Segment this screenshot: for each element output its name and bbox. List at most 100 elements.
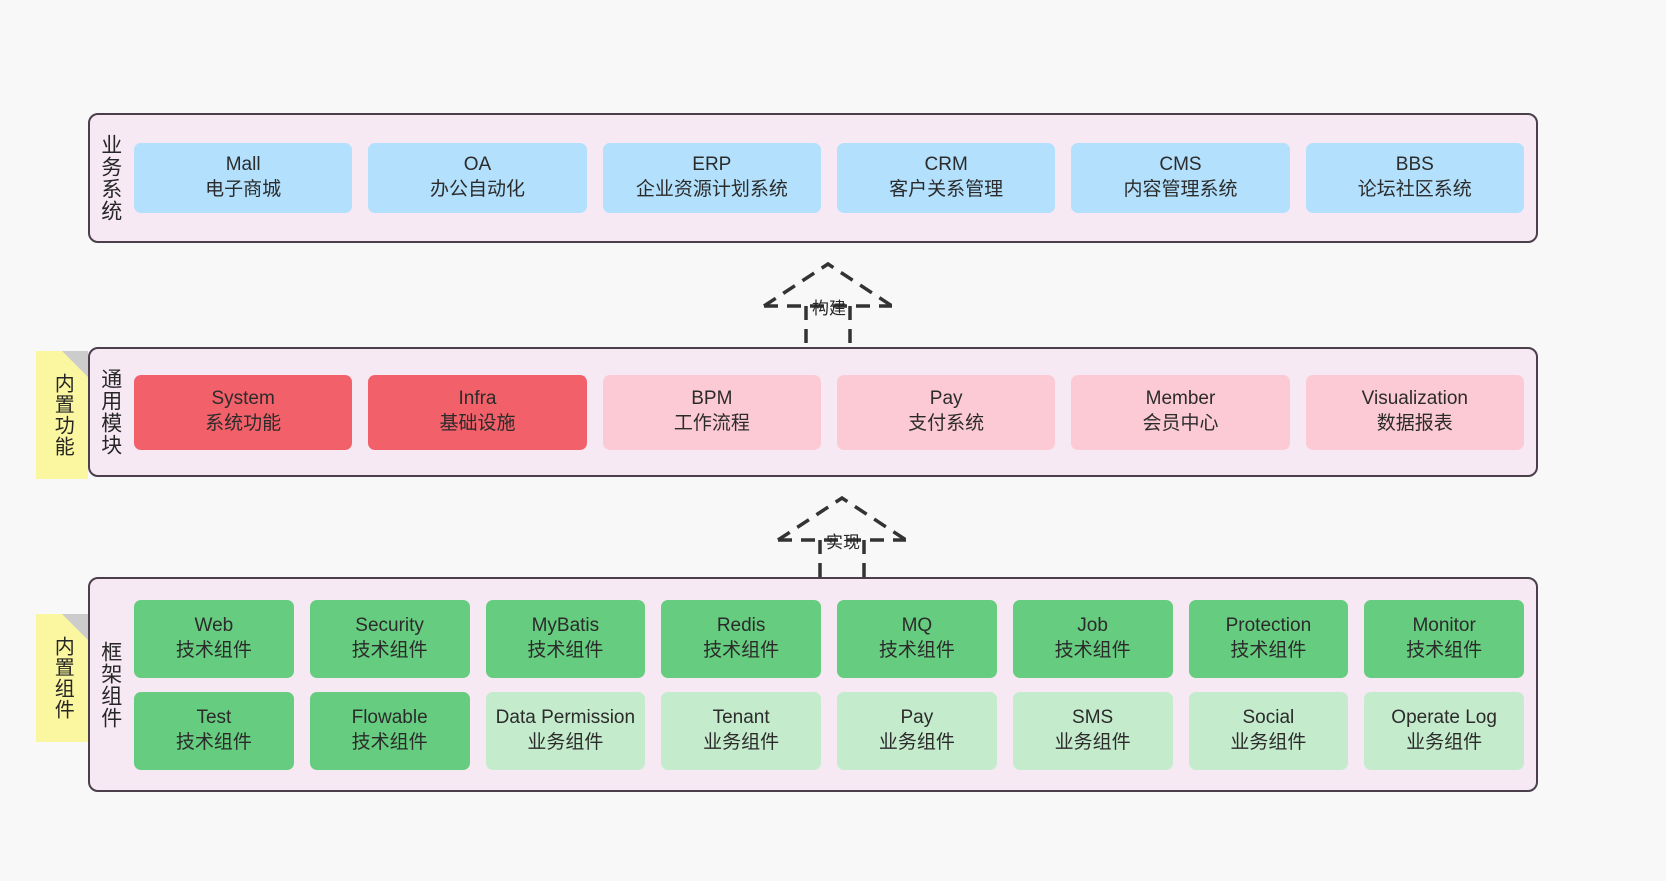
node-security[interactable]: Security 技术组件 bbox=[309, 599, 470, 678]
node-title: CRM bbox=[924, 154, 968, 176]
node-subtitle: 技术组件 bbox=[1054, 639, 1131, 661]
node-monitor[interactable]: Monitor 技术组件 bbox=[1364, 599, 1524, 678]
node-title: Visualization bbox=[1361, 388, 1468, 410]
node-title: MyBatis bbox=[531, 614, 600, 636]
node-title: Web bbox=[194, 614, 234, 636]
node-title: MQ bbox=[901, 614, 933, 636]
node-pay[interactable]: Pay 支付系统 bbox=[836, 374, 1056, 450]
node-title: SMS bbox=[1072, 706, 1114, 728]
node-subtitle: 业务组件 bbox=[1054, 731, 1131, 753]
node-title: Job bbox=[1077, 614, 1108, 636]
node-subtitle: 基础设施 bbox=[439, 413, 516, 434]
node-redis[interactable]: Redis 技术组件 bbox=[661, 599, 821, 678]
node-subtitle: 技术组件 bbox=[351, 731, 428, 753]
node-subtitle: 业务组件 bbox=[878, 731, 955, 753]
node-oa[interactable]: OA 办公自动化 bbox=[368, 143, 587, 213]
node-crm[interactable]: CRM 客户关系管理 bbox=[836, 143, 1056, 213]
node-title: Data Permission bbox=[495, 706, 636, 728]
note-builtin-features: 内置功能 bbox=[36, 351, 88, 479]
node-subtitle: 技术组件 bbox=[351, 639, 428, 661]
node-title: Test bbox=[196, 706, 232, 728]
node-test[interactable]: Test 技术组件 bbox=[134, 691, 294, 770]
note-label: 内置功能 bbox=[51, 373, 74, 457]
node-subtitle: 业务组件 bbox=[1230, 731, 1307, 753]
node-infra[interactable]: Infra 基础设施 bbox=[368, 374, 587, 450]
node-erp[interactable]: ERP 企业资源计划系统 bbox=[602, 143, 821, 213]
node-subtitle: 技术组件 bbox=[703, 639, 780, 661]
layer-title-framework-component: 框架组件 bbox=[98, 640, 122, 729]
node-title: BPM bbox=[691, 388, 733, 410]
node-subtitle: 工作流程 bbox=[673, 413, 750, 434]
layer-title-common-module: 通用模块 bbox=[98, 368, 122, 456]
node-bpm[interactable]: BPM 工作流程 bbox=[602, 374, 821, 450]
node-subtitle: 系统功能 bbox=[205, 413, 282, 434]
node-mybatis[interactable]: MyBatis 技术组件 bbox=[485, 599, 646, 678]
node-subtitle: 会员中心 bbox=[1142, 413, 1219, 434]
node-title: Pay bbox=[929, 388, 963, 410]
note-label: 内置组件 bbox=[51, 636, 74, 720]
node-operate-log[interactable]: Operate Log 业务组件 bbox=[1364, 691, 1524, 770]
node-subtitle: 技术组件 bbox=[1406, 639, 1483, 661]
layer-row: Test 技术组件 Flowable 技术组件 Data Permission … bbox=[134, 691, 1524, 770]
node-cms[interactable]: CMS 内容管理系统 bbox=[1071, 143, 1290, 213]
connector-build: 构建 bbox=[752, 258, 912, 348]
node-title: Social bbox=[1242, 706, 1295, 728]
node-subtitle: 技术组件 bbox=[175, 731, 252, 753]
folded-corner-icon bbox=[62, 351, 88, 377]
node-title: CMS bbox=[1159, 154, 1202, 176]
node-system[interactable]: System 系统功能 bbox=[134, 374, 353, 450]
layer-body-business-system: Mall 电子商城 OA 办公自动化 ERP 企业资源计划系统 CRM 客户关系… bbox=[130, 115, 1536, 241]
node-title: Flowable bbox=[351, 706, 428, 728]
node-title: Pay bbox=[900, 706, 934, 728]
node-web[interactable]: Web 技术组件 bbox=[134, 599, 294, 678]
connector-implement-label: 实现 bbox=[826, 533, 860, 552]
node-bbs[interactable]: BBS 论坛社区系统 bbox=[1305, 143, 1524, 213]
node-title: Mall bbox=[225, 154, 261, 176]
node-title: OA bbox=[463, 154, 492, 176]
node-sms[interactable]: SMS 业务组件 bbox=[1012, 691, 1173, 770]
connector-implement: 实现 bbox=[766, 492, 926, 582]
connector-implement-shape bbox=[777, 495, 907, 582]
node-subtitle: 企业资源计划系统 bbox=[635, 179, 788, 200]
layer-row: Web 技术组件 Security 技术组件 MyBatis 技术组件 Redi… bbox=[134, 599, 1524, 678]
node-subtitle: 论坛社区系统 bbox=[1357, 179, 1472, 200]
node-tenant[interactable]: Tenant 业务组件 bbox=[661, 691, 821, 770]
node-subtitle: 客户关系管理 bbox=[889, 179, 1004, 200]
node-mall[interactable]: Mall 电子商城 bbox=[134, 143, 353, 213]
node-flowable[interactable]: Flowable 技术组件 bbox=[309, 691, 470, 770]
node-title: Operate Log bbox=[1391, 706, 1497, 728]
node-job[interactable]: Job 技术组件 bbox=[1012, 599, 1173, 678]
node-subtitle: 电子商城 bbox=[205, 179, 282, 200]
node-title: System bbox=[211, 388, 275, 410]
layer-row: Mall 电子商城 OA 办公自动化 ERP 企业资源计划系统 CRM 客户关系… bbox=[134, 143, 1524, 213]
layer-title-business-system: 业务系统 bbox=[98, 134, 122, 222]
node-social[interactable]: Social 业务组件 bbox=[1188, 691, 1349, 770]
node-subtitle: 内容管理系统 bbox=[1123, 179, 1238, 200]
node-title: Member bbox=[1145, 388, 1216, 410]
node-subtitle: 业务组件 bbox=[703, 731, 780, 753]
node-title: Redis bbox=[716, 614, 766, 636]
node-protection[interactable]: Protection 技术组件 bbox=[1188, 599, 1349, 678]
node-title: Monitor bbox=[1412, 614, 1476, 636]
node-subtitle: 支付系统 bbox=[908, 413, 985, 434]
node-title: Infra bbox=[458, 388, 497, 410]
layer-row: System 系统功能 Infra 基础设施 BPM 工作流程 Pay 支付系统… bbox=[134, 374, 1524, 450]
node-data-permission[interactable]: Data Permission 业务组件 bbox=[485, 691, 646, 770]
node-subtitle: 办公自动化 bbox=[429, 179, 525, 200]
node-subtitle: 数据报表 bbox=[1376, 413, 1453, 434]
layer-body-framework-component: Web 技术组件 Security 技术组件 MyBatis 技术组件 Redi… bbox=[130, 579, 1536, 790]
node-pay-component[interactable]: Pay 业务组件 bbox=[837, 691, 997, 770]
node-subtitle: 技术组件 bbox=[878, 639, 955, 661]
node-member[interactable]: Member 会员中心 bbox=[1071, 374, 1290, 450]
note-builtin-components: 内置组件 bbox=[36, 614, 88, 742]
node-subtitle: 技术组件 bbox=[175, 639, 252, 661]
node-visualization[interactable]: Visualization 数据报表 bbox=[1305, 374, 1524, 450]
connector-build-shape bbox=[763, 261, 893, 348]
node-title: BBS bbox=[1395, 154, 1434, 176]
layer-body-common-module: System 系统功能 Infra 基础设施 BPM 工作流程 Pay 支付系统… bbox=[130, 349, 1536, 475]
connector-build-label: 构建 bbox=[812, 299, 846, 318]
node-mq[interactable]: MQ 技术组件 bbox=[837, 599, 997, 678]
node-title: Tenant bbox=[712, 706, 770, 728]
layer-business-system: 业务系统 Mall 电子商城 OA 办公自动化 ERP 企业资源计划系统 CRM… bbox=[88, 113, 1538, 243]
